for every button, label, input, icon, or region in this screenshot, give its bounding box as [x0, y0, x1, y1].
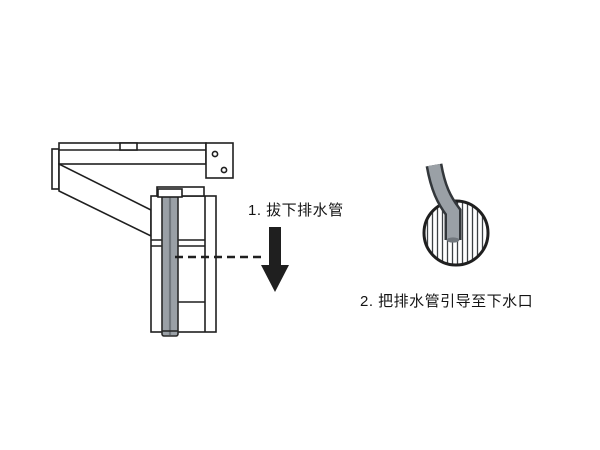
- screw-hole-icon: [220, 166, 228, 174]
- appliance-left-wall: [51, 148, 60, 190]
- drain-hose: [157, 188, 183, 337]
- drain-hose-end: [446, 237, 460, 243]
- top-rail-notch: [119, 142, 138, 151]
- hose-top-fitting: [157, 188, 183, 198]
- step1-label: 1. 拔下排水管: [248, 202, 344, 219]
- step2-label: 2. 把排水管引导至下水口: [360, 293, 534, 310]
- drain-hose-curved: [428, 163, 459, 240]
- appliance-diagram: [51, 142, 234, 333]
- screw-hole-icon: [211, 150, 219, 158]
- mounting-bracket: [205, 142, 234, 179]
- down-arrow-icon: [261, 227, 289, 292]
- drain-outlet-figure: [422, 163, 490, 267]
- appliance-slope-panel: [58, 162, 152, 238]
- hose-housing-column: [150, 195, 217, 333]
